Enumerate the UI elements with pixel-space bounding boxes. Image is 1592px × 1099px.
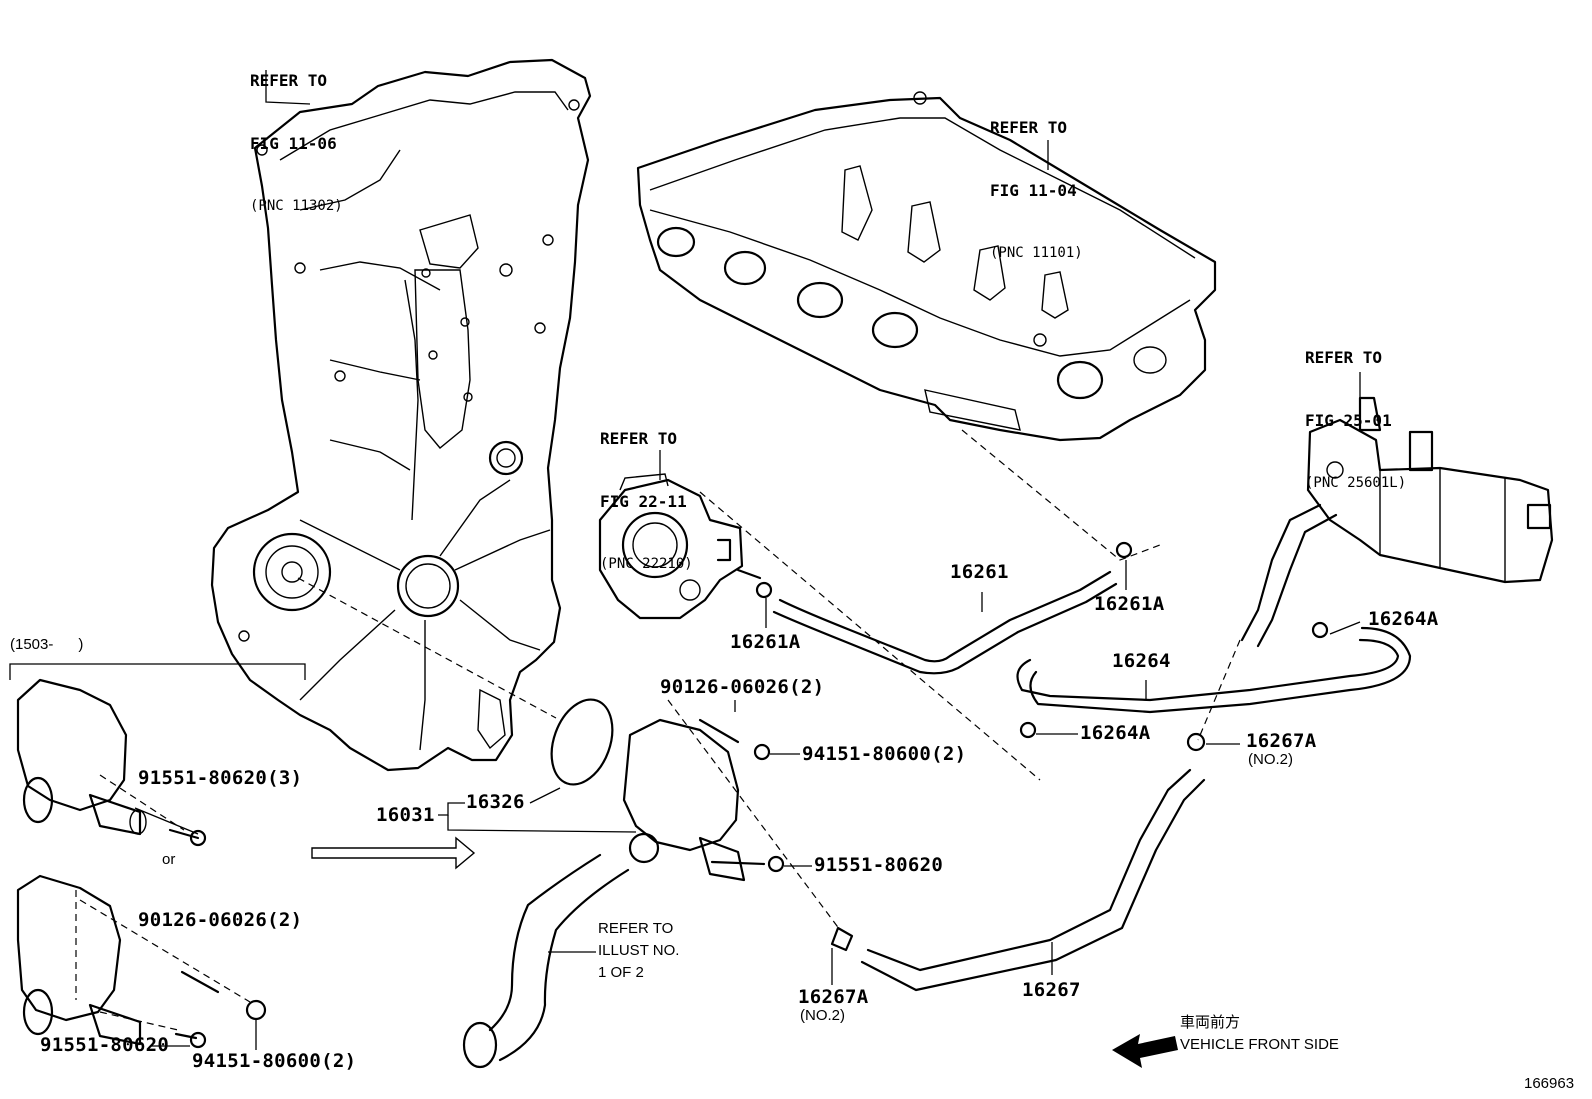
part-label-16267a-bottom[interactable]: 16267A [798, 986, 869, 1008]
ref-pnc: (PNC 22210) [600, 556, 693, 572]
part-label-91551-left[interactable]: 91551-80620(3) [138, 767, 303, 789]
ref-line2: FIG 25-01 [1305, 411, 1392, 430]
hose-16264 [1016, 626, 1412, 714]
illust-ref-line2: ILLUST NO. [598, 942, 680, 959]
part-label-16267a-right[interactable]: 16267A [1246, 730, 1317, 752]
figure-id: 166963 [1524, 1075, 1575, 1092]
front-direction-arrow [1112, 1034, 1178, 1068]
flow-arrow [311, 836, 476, 870]
or-text: or [162, 851, 176, 868]
ref-timing-cover: REFER TO FIG 11-06 (PNC 11302) [250, 28, 343, 238]
cylinder-head [636, 91, 1217, 442]
water-inlet-main [622, 718, 746, 882]
illust-ref-line1: REFER TO [598, 920, 674, 937]
part-sublabel-16267a-right: (NO.2) [1248, 751, 1293, 768]
part-label-16267[interactable]: 16267 [1022, 979, 1081, 1001]
illust-ref-line3: 1 OF 2 [598, 964, 644, 981]
part-label-16264[interactable]: 16264 [1112, 650, 1171, 672]
timing-cover [210, 58, 592, 772]
part-label-90126-main[interactable]: 90126-06026(2) [660, 676, 825, 698]
ref-line1: REFER TO [990, 118, 1068, 137]
vehicle-front-label: 車両前方 VEHICLE FRONT SIDE [1180, 1012, 1339, 1056]
part-label-94151-main[interactable]: 94151-80600(2) [802, 743, 967, 765]
ref-line1: REFER TO [1305, 348, 1383, 367]
part-label-91551-main[interactable]: 91551-80620 [814, 854, 944, 876]
ref-line2: FIG 22-11 [600, 492, 687, 511]
ref-line1: REFER TO [600, 429, 678, 448]
throttle-body [598, 473, 762, 620]
part-label-16031[interactable]: 16031 [376, 804, 435, 826]
ref-line2: FIG 11-06 [250, 134, 337, 153]
fasteners [168, 541, 1329, 1049]
part-label-16326[interactable]: 16326 [466, 791, 525, 813]
part-sublabel-16267a-bottom: (NO.2) [800, 1007, 845, 1024]
o-ring-16326 [550, 698, 614, 786]
vehicle-front-english: VEHICLE FRONT SIDE [1180, 1036, 1339, 1053]
ref-pnc: (PNC 11302) [250, 198, 343, 214]
part-label-16261a-lower[interactable]: 16261A [730, 631, 801, 653]
date-range: (1503- ) [10, 636, 84, 653]
hose-radiator [462, 853, 630, 1069]
illust-ref-note: REFER TO ILLUST NO. 1 OF 2 [598, 918, 679, 984]
hose-16261 [772, 570, 1118, 675]
hose-16267 [860, 768, 1206, 992]
ref-line2: FIG 11-04 [990, 181, 1077, 200]
water-inlet-left-1 [16, 678, 147, 836]
part-label-16264a-upper[interactable]: 16264A [1368, 608, 1439, 630]
water-inlet-left-2 [16, 874, 142, 1046]
part-label-16261a-upper[interactable]: 16261A [1094, 593, 1165, 615]
vehicle-front-japanese: 車両前方 [1180, 1014, 1241, 1031]
ref-cylinder-head: REFER TO FIG 11-04 (PNC 11101) [990, 75, 1083, 285]
part-label-90126-left[interactable]: 90126-06026(2) [138, 909, 303, 931]
part-label-91551-left2[interactable]: 91551-80620 [40, 1034, 170, 1056]
ref-throttle-body: REFER TO FIG 22-11 (PNC 22210) [600, 386, 693, 596]
part-label-94151-left[interactable]: 94151-80600(2) [192, 1050, 357, 1072]
ref-egr-cooler: REFER TO FIG 25-01 (PNC 25601L) [1305, 305, 1406, 515]
part-label-16264a-lower[interactable]: 16264A [1080, 722, 1151, 744]
leader-lines [9, 70, 1361, 1050]
ref-pnc: (PNC 11101) [990, 245, 1083, 261]
egr-cooler [1240, 396, 1554, 648]
part-label-16261[interactable]: 16261 [950, 561, 1009, 583]
ref-pnc: (PNC 25601L) [1305, 475, 1407, 491]
alignment-lines [75, 429, 1241, 1031]
ref-line1: REFER TO [250, 71, 328, 90]
